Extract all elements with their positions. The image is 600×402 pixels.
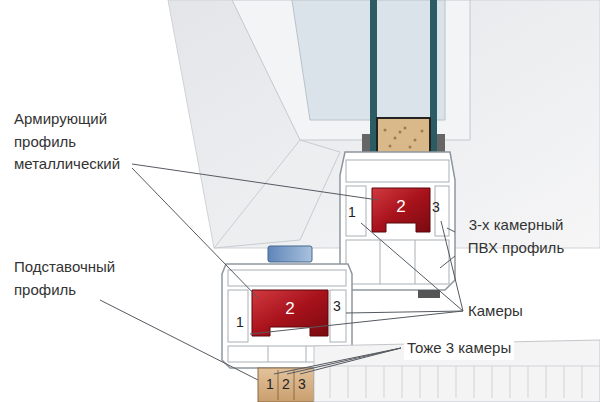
callout-number: 1 xyxy=(348,205,356,219)
stand-wall xyxy=(294,370,295,400)
gasket xyxy=(418,290,440,298)
callout-number: 3 xyxy=(333,299,341,313)
glass-pane xyxy=(430,0,437,152)
sash-chambers xyxy=(346,160,449,284)
glass-view xyxy=(292,0,445,120)
glass-pane xyxy=(370,0,377,152)
gasket xyxy=(362,134,370,152)
part-label: Армирующий профиль металлический xyxy=(14,108,120,176)
callout-number: 2 xyxy=(396,198,405,215)
callout-number: 1 xyxy=(236,315,244,329)
callout-number: 2 xyxy=(285,300,294,317)
part-label: Подставочный профиль xyxy=(14,256,115,301)
sash-profile xyxy=(340,152,455,290)
gasket xyxy=(437,134,445,152)
bevel xyxy=(214,140,340,248)
stand-profile xyxy=(258,368,314,402)
callout-number: 3 xyxy=(298,377,306,391)
part-label: Камеры xyxy=(468,300,523,323)
sill-ribs xyxy=(316,366,600,398)
frame-face xyxy=(168,0,600,248)
steel-reinforcement xyxy=(372,188,430,232)
part-label: Тоже 3 камеры xyxy=(404,337,514,360)
glass-spacer xyxy=(377,118,430,154)
callout-number: 3 xyxy=(432,200,440,214)
callout-number: 2 xyxy=(282,377,290,391)
callout-number: 1 xyxy=(266,377,274,391)
stand-wall xyxy=(278,370,279,400)
weather-strip xyxy=(268,246,312,262)
spacer-dots xyxy=(384,127,424,149)
part-label: 3-х камерный ПВХ профиль xyxy=(458,214,574,259)
steel-reinforcement xyxy=(252,290,328,336)
